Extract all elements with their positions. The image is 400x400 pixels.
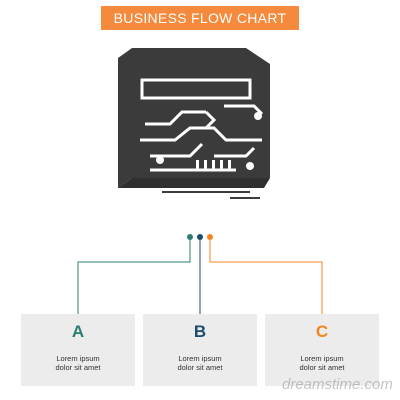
step-b-line2: dolor sit amet [177,363,223,372]
watermark: dreamstime.com [282,376,393,393]
step-panel-a: A Lorem ipsum dolor sit amet [21,314,135,386]
step-text-a: Lorem ipsum dolor sit amet [21,354,135,372]
chart-title: BUSINESS FLOW CHART [113,10,287,26]
step-letter-a: A [71,322,85,341]
step-b-line1: Lorem ipsum [178,354,222,363]
step-panel-c: C Lorem ipsum dolor sit amet [265,314,379,386]
step-a-line2: dolor sit amet [55,363,101,372]
connector-b [197,234,203,314]
step-letter-c: C [315,322,329,341]
circuit-card-icon [118,48,270,199]
connector-c [207,234,323,314]
step-panel-b: B Lorem ipsum dolor sit amet [143,314,257,386]
step-text-c: Lorem ipsum dolor sit amet [265,354,379,372]
step-c-line1: Lorem ipsum [300,354,344,363]
step-text-b: Lorem ipsum dolor sit amet [143,354,257,372]
step-letter-b: B [193,322,207,341]
title-banner: BUSINESS FLOW CHART [101,6,299,30]
step-a-line1: Lorem ipsum [56,354,100,363]
step-c-line2: dolor sit amet [299,363,345,372]
connector-a [77,234,193,314]
